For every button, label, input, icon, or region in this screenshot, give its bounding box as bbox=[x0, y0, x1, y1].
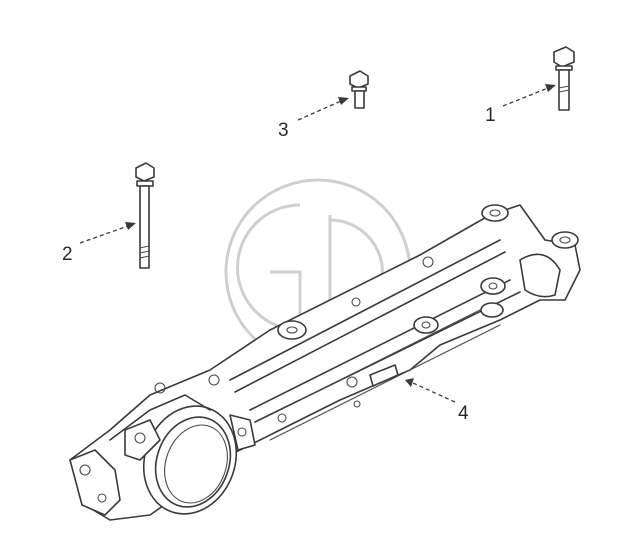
callout-leader-3 bbox=[297, 97, 349, 121]
callout-number-3: 3 bbox=[278, 120, 289, 141]
callout-number-2: 2 bbox=[62, 244, 73, 265]
manifold-housing-part bbox=[69, 204, 581, 521]
callout-number-1: 1 bbox=[485, 105, 496, 126]
bolt-part-2 bbox=[135, 162, 155, 269]
callout-leader-1 bbox=[502, 84, 556, 107]
bolt-part-1 bbox=[553, 46, 575, 111]
bolt-part-3 bbox=[349, 70, 369, 109]
callout-leader-4 bbox=[405, 378, 456, 403]
callout-leader-2 bbox=[79, 222, 136, 244]
callout-number-4: 4 bbox=[458, 403, 469, 424]
